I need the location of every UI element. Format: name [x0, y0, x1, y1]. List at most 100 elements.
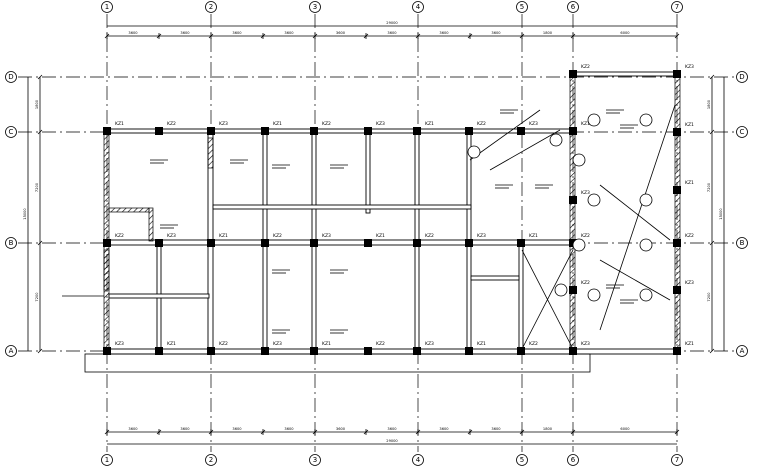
dimension-label: 3600: [439, 427, 449, 431]
axis-bubble-left-C: [5, 126, 17, 138]
dimension-label: 7200: [707, 292, 711, 302]
wall-hatched-b: [148, 207, 154, 242]
column-tag: KZ3: [167, 233, 176, 239]
axis-label-bottom: 3: [313, 456, 317, 464]
axis-label-bottom: 6: [571, 456, 576, 464]
foundation-outline: [84, 353, 591, 373]
column-tag: KZ2: [273, 233, 282, 239]
column-tag: KZ1: [477, 341, 486, 347]
pipe-circle: [587, 113, 601, 127]
column-tag: KZ1: [685, 122, 694, 128]
axis-label-right: C: [740, 128, 745, 136]
dimension-label: 3600: [284, 427, 294, 431]
dimension-label: 3600: [180, 427, 190, 431]
column: [569, 347, 577, 355]
axis-label-bottom: 5: [520, 456, 524, 464]
axis-bubble-bottom-1: [101, 454, 113, 466]
pipe-circle: [587, 193, 601, 207]
column-tag: KZ2: [581, 64, 590, 70]
axis-label-bottom: 2: [209, 456, 213, 464]
axis-bubble-top-6: [567, 1, 579, 13]
column-tag: KZ1: [167, 341, 176, 347]
pipe-circle: [467, 145, 481, 159]
column-tag: KZ3: [685, 64, 694, 70]
column-tag: KZ3: [425, 341, 434, 347]
pipe-circle: [639, 113, 653, 127]
column-tag: KZ3: [581, 190, 590, 196]
column: [103, 127, 111, 135]
column-tag: KZ2: [581, 233, 590, 239]
wall-axis-6: [569, 71, 576, 355]
column: [673, 186, 681, 194]
column: [207, 347, 215, 355]
column: [465, 347, 473, 355]
dimension-label: 3600: [336, 31, 346, 35]
column-tag: KZ1: [425, 121, 434, 127]
pipe-circle: [549, 133, 563, 147]
wall-d-top: [569, 71, 681, 77]
dimension-label: 3600: [491, 31, 501, 35]
column: [103, 239, 111, 247]
column-tag: KZ1: [219, 233, 228, 239]
column-tag: KZ3: [529, 121, 538, 127]
axis-bubble-right-A: [736, 345, 748, 357]
column: [673, 239, 681, 247]
shaft-diagonals: [469, 104, 676, 350]
column-tag: KZ1: [322, 341, 331, 347]
dimension-label: 3600: [491, 427, 501, 431]
column: [364, 239, 372, 247]
column: [103, 347, 111, 355]
pipe-circle: [639, 193, 653, 207]
axis-label-top: 6: [571, 3, 576, 11]
annotations: [150, 109, 638, 334]
column: [155, 127, 163, 135]
column: [364, 127, 372, 135]
dimension-label: 7200: [35, 182, 39, 192]
column-tag: KZ3: [322, 233, 331, 239]
wall-axis-5: [518, 244, 524, 350]
axis-bubble-left-D: [5, 71, 17, 83]
column-tag: KZ2: [376, 341, 385, 347]
axis-label-left: B: [9, 239, 14, 247]
dimension-total: 29000: [386, 21, 398, 25]
column: [310, 127, 318, 135]
column: [673, 128, 681, 136]
axis-bubble-right-D: [736, 71, 748, 83]
dimension-label: 3600: [128, 31, 138, 35]
dimension-total: 15000: [719, 208, 723, 220]
column-tag: KZ1: [376, 233, 385, 239]
dimension-label: 3600: [128, 427, 138, 431]
axis-bubble-bottom-2: [205, 454, 217, 466]
column: [413, 127, 421, 135]
dimension-label: 7200: [35, 292, 39, 302]
axis-label-bottom: 1: [105, 456, 109, 464]
wall-stair-room: [470, 275, 520, 281]
axis-label-right: D: [739, 73, 744, 81]
column-tag: KZ2: [477, 121, 486, 127]
column-tag: KZ3: [219, 121, 228, 127]
axis-bubble-left-A: [5, 345, 17, 357]
axis-label-top: 1: [105, 3, 109, 11]
column: [569, 196, 577, 204]
dimension-label: 3600: [232, 427, 242, 431]
column: [261, 239, 269, 247]
dimension-label: 3600: [232, 31, 242, 35]
axis-bubble-bottom-5: [516, 454, 528, 466]
column: [569, 286, 577, 294]
column: [207, 239, 215, 247]
dimension-label: 7200: [707, 182, 711, 192]
column: [673, 70, 681, 78]
column: [465, 127, 473, 135]
column-tag: KZ2: [322, 121, 331, 127]
column: [207, 127, 215, 135]
axis-label-left: C: [9, 128, 14, 136]
axis-label-top: 4: [416, 3, 421, 11]
dimension-total: 29000: [386, 439, 398, 443]
column-tag: KZ2: [425, 233, 434, 239]
pipe-circle: [572, 153, 586, 167]
pipe-circle: [639, 288, 653, 302]
column: [155, 239, 163, 247]
column: [261, 347, 269, 355]
column: [673, 286, 681, 294]
wall-corridor: [212, 204, 472, 210]
